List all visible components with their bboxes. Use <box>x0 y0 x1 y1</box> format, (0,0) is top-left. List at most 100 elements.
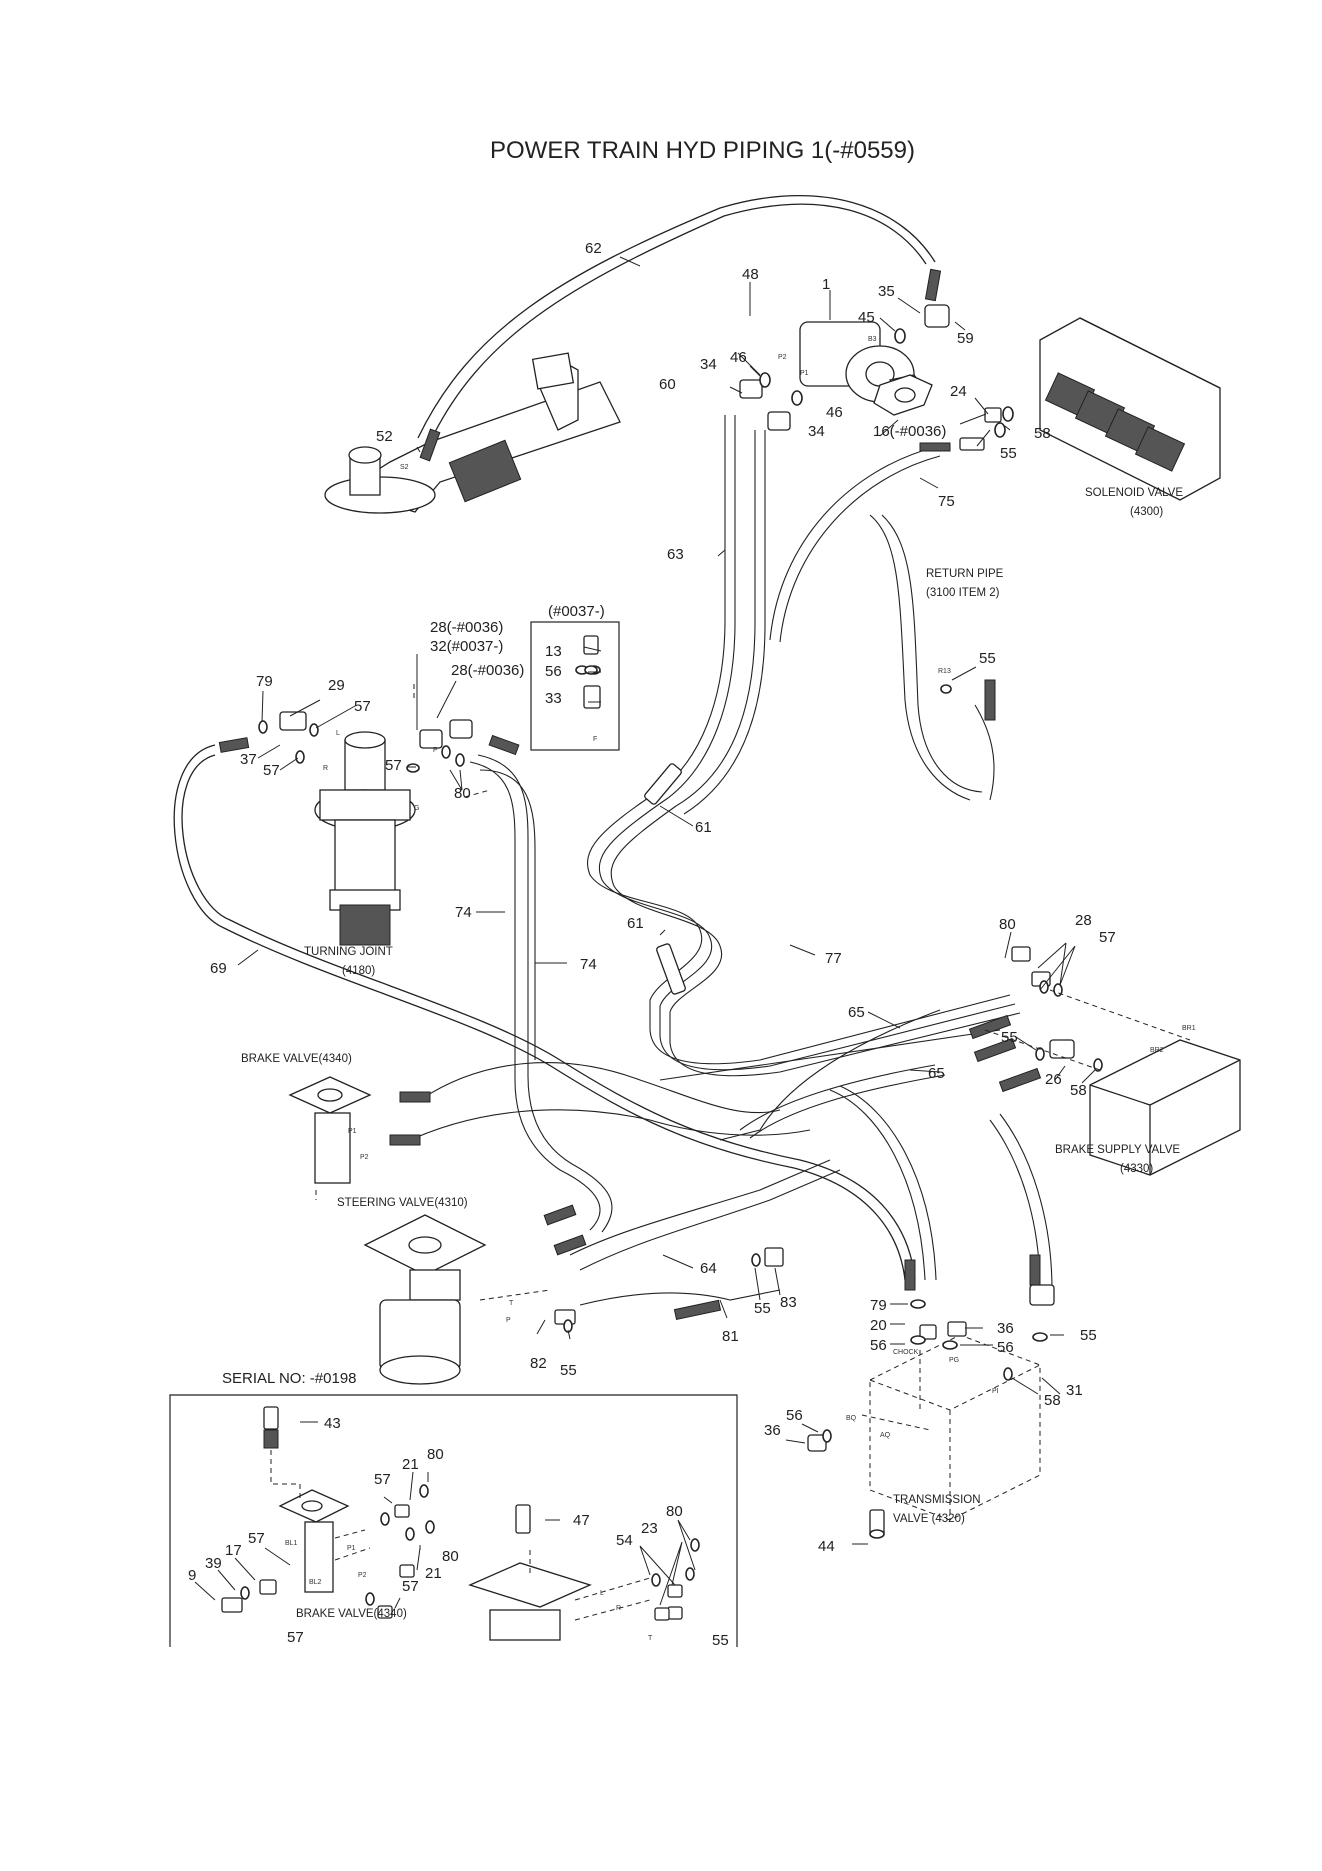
port-label: F <box>593 736 597 743</box>
callout: 55 <box>712 1632 729 1649</box>
callout: 44 <box>818 1538 835 1555</box>
port-label: AQ <box>880 1432 891 1439</box>
dashed-connections <box>315 680 1191 1431</box>
caption-return-pipe: RETURN PIPE <box>926 568 1004 580</box>
callout: 55 <box>560 1362 577 1379</box>
callout: 56 <box>545 663 562 680</box>
port-label: S2 <box>400 464 409 471</box>
caption-solenoid-valve-no: (4300) <box>1130 506 1163 518</box>
callout: 57 <box>248 1530 265 1547</box>
callout: 52 <box>376 428 393 445</box>
callout: 28(-#0036) <box>451 662 524 679</box>
caption-serial-no: SERIAL NO: -#0198 <box>222 1370 357 1387</box>
callout: 47 <box>573 1512 590 1529</box>
port-labels: P2 P1 B3 S2 R13 F L R G P P1 P2 T P BR1 … <box>285 336 1196 1642</box>
callout: 74 <box>580 956 597 973</box>
callout: 9 <box>188 1567 196 1584</box>
callout: 28(-#0036) <box>430 619 503 636</box>
caption-brake-valve: BRAKE VALVE(4340) <box>241 1053 352 1065</box>
callout: 1 <box>822 276 830 293</box>
inset-frame <box>169 1394 738 1647</box>
callout: 61 <box>695 819 712 836</box>
callout: 24 <box>950 383 967 400</box>
callout: 83 <box>780 1294 797 1311</box>
callout: 20 <box>870 1317 887 1334</box>
callout: 54 <box>616 1532 633 1549</box>
port-label: G <box>414 805 419 812</box>
callout: 36 <box>764 1422 781 1439</box>
pipes-65 <box>719 1009 946 1141</box>
brake-supply-valve <box>1089 1039 1241 1176</box>
callout: 36 <box>997 1320 1014 1337</box>
pipe-69 <box>173 744 916 1281</box>
callout: 65 <box>848 1004 865 1021</box>
callout: 77 <box>825 950 842 967</box>
hose-62 <box>417 195 936 443</box>
callout: 55 <box>979 650 996 667</box>
port-label: BR2 <box>1150 1047 1164 1054</box>
port-label: B3 <box>868 336 877 343</box>
port-label: P2 <box>358 1572 367 1579</box>
steering-valve <box>363 1214 487 1385</box>
callout: 26 <box>1045 1071 1062 1088</box>
return-pipe <box>869 514 995 801</box>
callout: 46 <box>730 349 747 366</box>
callout: 56 <box>786 1407 803 1424</box>
callout: 56 <box>997 1339 1014 1356</box>
caption-solenoid-valve: SOLENOID VALVE <box>1085 487 1183 499</box>
callout: 57 <box>402 1578 419 1595</box>
callout: 37 <box>240 751 257 768</box>
callout: 57 <box>1099 929 1116 946</box>
callout: 21 <box>425 1565 442 1582</box>
port-label: BL1 <box>285 1540 298 1547</box>
pipe-63 <box>659 415 766 815</box>
port-label: L <box>336 730 340 737</box>
callout: 65 <box>928 1065 945 1082</box>
port-label: BL2 <box>309 1579 322 1586</box>
callout: 60 <box>659 376 676 393</box>
callout: 31 <box>1066 1382 1083 1399</box>
callout: 57 <box>287 1629 304 1646</box>
callout: 80 <box>427 1446 444 1463</box>
callout: 63 <box>667 546 684 563</box>
callout: 69 <box>210 960 227 977</box>
caption-return-pipe-ref: (3100 ITEM 2) <box>926 587 1000 599</box>
callout: 82 <box>530 1355 547 1372</box>
callout: 81 <box>722 1328 739 1345</box>
callout: 57 <box>385 757 402 774</box>
port-label: T <box>509 1300 514 1307</box>
variant-box <box>530 621 620 751</box>
callout: 56 <box>870 1337 887 1354</box>
callout: 55 <box>1080 1327 1097 1344</box>
caption-turning-joint: TURNING JOINT <box>304 946 393 958</box>
pipes-74 <box>469 754 613 1233</box>
callout: 45 <box>858 309 875 326</box>
caption-brake-supply-valve: BRAKE SUPPLY VALVE <box>1055 1144 1180 1156</box>
caption-variant-box: (#0037-) <box>548 603 605 620</box>
callout: 80 <box>999 916 1016 933</box>
caption-transmission-valve-no: VALVE (4320) <box>893 1513 965 1525</box>
callout: 75 <box>938 493 955 510</box>
port-label: P1 <box>347 1545 356 1552</box>
port-label: P1 <box>348 1128 357 1135</box>
callout: 57 <box>263 762 280 779</box>
callout: 59 <box>957 330 974 347</box>
callout: 57 <box>374 1471 391 1488</box>
caption-brake-valve-inset: BRAKE VALVE(4340) <box>296 1608 407 1620</box>
callout: 16(-#0036) <box>873 423 946 440</box>
component-captions: SOLENOID VALVE (4300) RETURN PIPE (3100 … <box>222 487 1183 1620</box>
callout: 64 <box>700 1260 717 1277</box>
caption-transmission-valve: TRANSMISSION <box>893 1494 981 1506</box>
gasket-16 <box>873 374 933 416</box>
port-label: P <box>433 747 438 754</box>
port-label: T <box>648 1635 653 1642</box>
callout: 79 <box>256 673 273 690</box>
port-label: BQ <box>846 1415 857 1422</box>
caption-brake-supply-valve-no: (4330) <box>1120 1163 1153 1175</box>
fittings <box>218 268 1075 1537</box>
caption-turning-joint-no: (4180) <box>342 965 375 977</box>
callout: 58 <box>1044 1392 1061 1409</box>
pipe-75 <box>769 446 941 643</box>
turning-joint <box>314 731 416 946</box>
